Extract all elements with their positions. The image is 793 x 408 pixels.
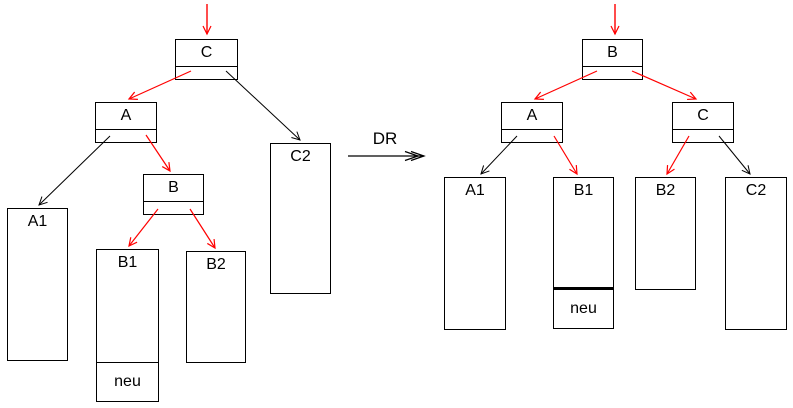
right-node-b-pointer-strip <box>583 67 642 79</box>
left-node-b-pointer-strip <box>144 202 203 214</box>
left-leaf-b2: B2 <box>186 251 246 363</box>
left-leaf-c2: C2 <box>270 143 331 294</box>
right-leaf-b1-divider-new <box>554 287 613 290</box>
right-leaf-a1: A1 <box>444 177 506 330</box>
left-leaf-a1: A1 <box>7 208 68 361</box>
right-node-c: C <box>672 102 734 143</box>
right-leaf-b2: B2 <box>635 177 696 290</box>
left-edge-a-a1 <box>38 135 111 206</box>
right-leaf-c2: C2 <box>725 177 787 330</box>
left-edge-c-c2 <box>225 70 301 141</box>
left-leaf-b1: B1 neu <box>96 249 159 402</box>
right-node-b: B <box>582 39 643 80</box>
right-leaf-b1-neu-label: neu <box>570 300 597 317</box>
left-leaf-b1-divider <box>97 362 158 363</box>
left-node-a: A <box>95 102 157 143</box>
right-leaf-b1-top: B1 <box>554 178 613 287</box>
left-leaf-b2-label: B2 <box>206 256 226 273</box>
right-leaf-b2-label: B2 <box>655 182 676 199</box>
right-leaf-b1: B1 neu <box>553 177 614 329</box>
left-leaf-b1-label: B1 <box>117 254 138 271</box>
right-node-a-label: A <box>502 103 562 130</box>
rotation-label: DR <box>372 129 398 148</box>
right-node-c-pointer-strip <box>673 130 733 142</box>
left-node-c-label: C <box>176 40 237 67</box>
right-node-a: A <box>501 102 563 143</box>
left-leaf-b1-top: B1 <box>97 250 158 362</box>
left-node-c-pointer-strip <box>176 67 237 79</box>
left-node-c: C <box>175 39 238 80</box>
left-leaf-b1-neu-label: neu <box>114 373 141 390</box>
left-node-b: B <box>143 174 204 215</box>
left-node-a-label: A <box>96 103 156 130</box>
left-leaf-a1-label: A1 <box>27 213 48 230</box>
right-leaf-c2-label: C2 <box>745 182 767 199</box>
right-node-b-label: B <box>583 40 642 67</box>
right-node-a-pointer-strip <box>502 130 562 142</box>
right-node-c-label: C <box>673 103 733 130</box>
right-leaf-b1-label: B1 <box>573 182 594 199</box>
left-leaf-c2-label: C2 <box>290 148 311 165</box>
right-leaf-a1-label: A1 <box>465 182 485 199</box>
left-node-a-pointer-strip <box>96 130 156 142</box>
left-node-b-label: B <box>144 175 203 202</box>
